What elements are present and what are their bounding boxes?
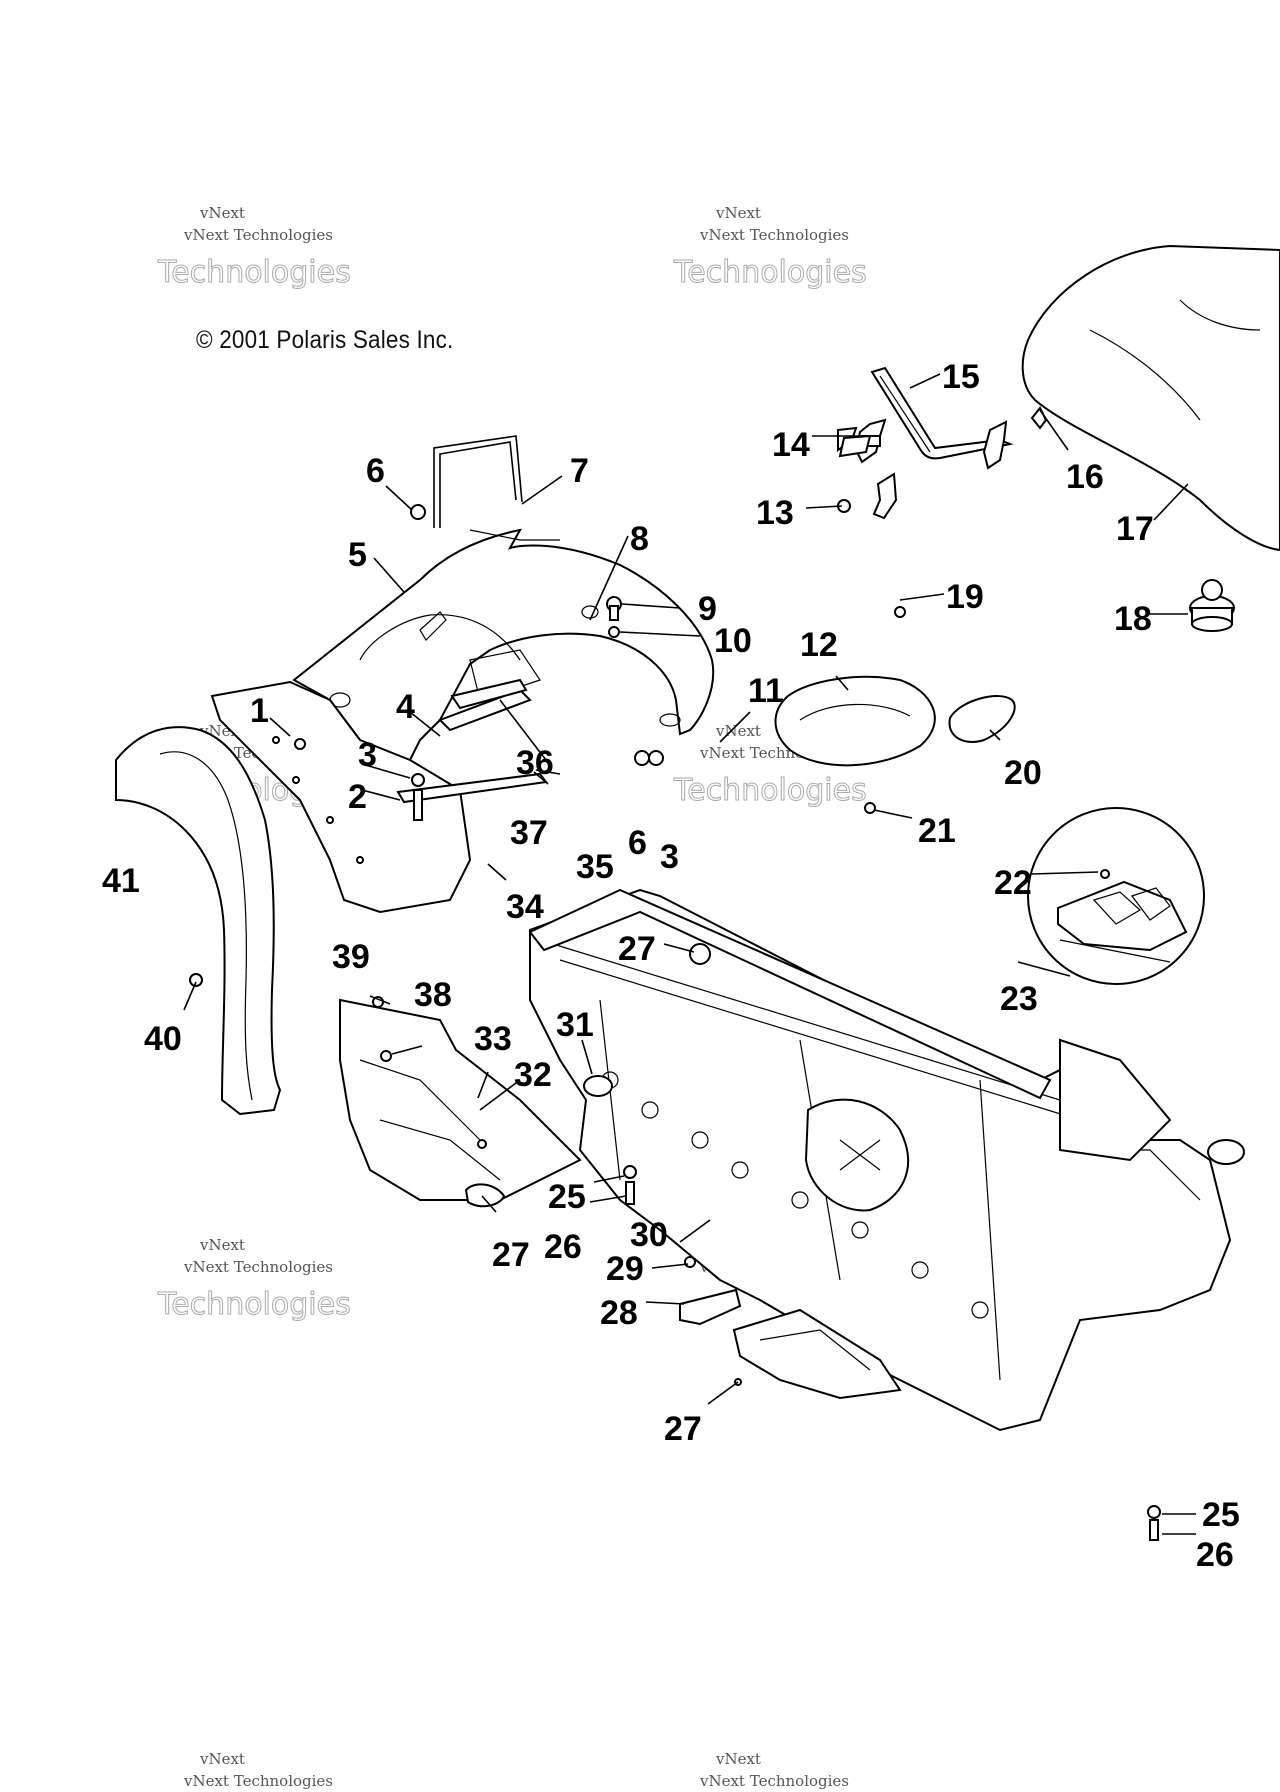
main-frame-part (529, 888, 1245, 1432)
callout-7: 7 (570, 452, 589, 490)
callout-40: 40 (144, 1020, 182, 1058)
callout-23: 23 (1000, 980, 1038, 1018)
right-footrest-part (732, 1308, 902, 1400)
callout-4: 4 (396, 688, 415, 726)
callout-8: 8 (630, 520, 649, 558)
callout-26-right: 26 (1196, 1536, 1234, 1574)
watermark-bottom-left: vNext vNext Technologies (183, 1750, 333, 1790)
callout-41: 41 (102, 862, 140, 900)
watermark-line2: vNext Technologies (699, 1772, 849, 1790)
watermark-line3: Technologies (673, 773, 867, 808)
upper-rail-part (528, 888, 1052, 1100)
watermark-line2: vNext Technologies (183, 1772, 333, 1790)
tray-inset-part (1027, 807, 1205, 985)
callout-32: 32 (514, 1056, 552, 1094)
callout-15: 15 (942, 358, 980, 396)
callout-39: 39 (332, 938, 370, 976)
watermark-line1: vNext (199, 1236, 245, 1254)
callout-10: 10 (714, 622, 752, 660)
callout-1: 1 (250, 692, 269, 730)
watermark-line2: vNext Technologies (699, 226, 849, 244)
watermark-line3: Technologies (157, 255, 351, 290)
callout-21: 21 (918, 812, 956, 850)
watermark-line1: vNext (199, 204, 245, 222)
fasteners (189, 504, 1161, 1541)
seat-part (1021, 244, 1280, 552)
callout-16: 16 (1066, 458, 1104, 496)
callout-3-right: 3 (660, 838, 679, 876)
callout-25-left: 25 (548, 1178, 586, 1216)
watermark-line1: vNext (715, 204, 761, 222)
callout-36: 36 (516, 744, 554, 782)
watermark-top-left: vNext vNext Technologies Technologies (157, 204, 352, 291)
callout-34: 34 (506, 888, 544, 926)
callout-28: 28 (600, 1294, 638, 1332)
callout-33: 33 (474, 1020, 512, 1058)
callout-27-left: 27 (492, 1236, 530, 1274)
watermark-line1: vNext (199, 1750, 245, 1768)
callout-11: 11 (748, 672, 784, 710)
watermark-line3: Technologies (673, 255, 867, 290)
watermark-line2: vNext Technologies (183, 226, 333, 244)
callout-9: 9 (698, 590, 717, 628)
watermark-top-center: vNext vNext Technologies Technologies (673, 204, 868, 291)
callout-31: 31 (556, 1006, 594, 1044)
seal-part (948, 695, 1016, 743)
callout-29: 29 (606, 1250, 644, 1288)
callout-35: 35 (576, 848, 614, 886)
watermark-line3: Technologies (157, 1287, 351, 1322)
callout-14: 14 (772, 426, 810, 464)
callout-2: 2 (348, 778, 367, 816)
callout-27-frame: 27 (618, 930, 656, 968)
callout-6-top: 6 (366, 452, 385, 490)
callout-25-right: 25 (1202, 1496, 1240, 1534)
callout-labels: 1 2 3 3 4 5 6 6 7 8 9 10 11 12 13 14 15 … (102, 358, 1240, 1574)
brace-part (433, 435, 523, 528)
watermark-line2: vNext Technologies (183, 1258, 333, 1276)
callout-27-bottom: 27 (664, 1410, 702, 1448)
side-panel-part (210, 680, 472, 914)
seat-latch-part (837, 366, 1048, 520)
callout-5: 5 (348, 536, 367, 574)
callout-26-left: 26 (544, 1228, 582, 1266)
copyright-notice: © 2001 Polaris Sales Inc. (196, 326, 454, 354)
watermark-bottom-center: vNext vNext Technologies (699, 1750, 849, 1790)
watermark-line1: vNext (715, 1750, 761, 1768)
left-fender-flare-part (115, 726, 282, 1116)
callout-30: 30 (630, 1216, 668, 1254)
watermark-lower-left: vNext vNext Technologies Technologies (157, 1236, 352, 1323)
rear-fender-part (292, 528, 715, 772)
callout-19: 19 (946, 578, 984, 616)
seat-bumper-part (1189, 579, 1235, 632)
bracket-part (679, 1288, 742, 1326)
callout-38: 38 (414, 976, 452, 1014)
callout-37: 37 (510, 814, 548, 852)
callout-3-left: 3 (358, 736, 377, 774)
leader-lines (183, 373, 1196, 1535)
strut-part (396, 678, 548, 804)
callout-17: 17 (1116, 510, 1154, 548)
callout-6-mid: 6 (628, 824, 647, 862)
callout-18: 18 (1114, 600, 1152, 638)
callout-20: 20 (1004, 754, 1042, 792)
callout-22: 22 (994, 864, 1032, 902)
seat-pad-part (774, 675, 936, 767)
callout-12: 12 (800, 626, 838, 664)
callout-13: 13 (756, 494, 794, 532)
